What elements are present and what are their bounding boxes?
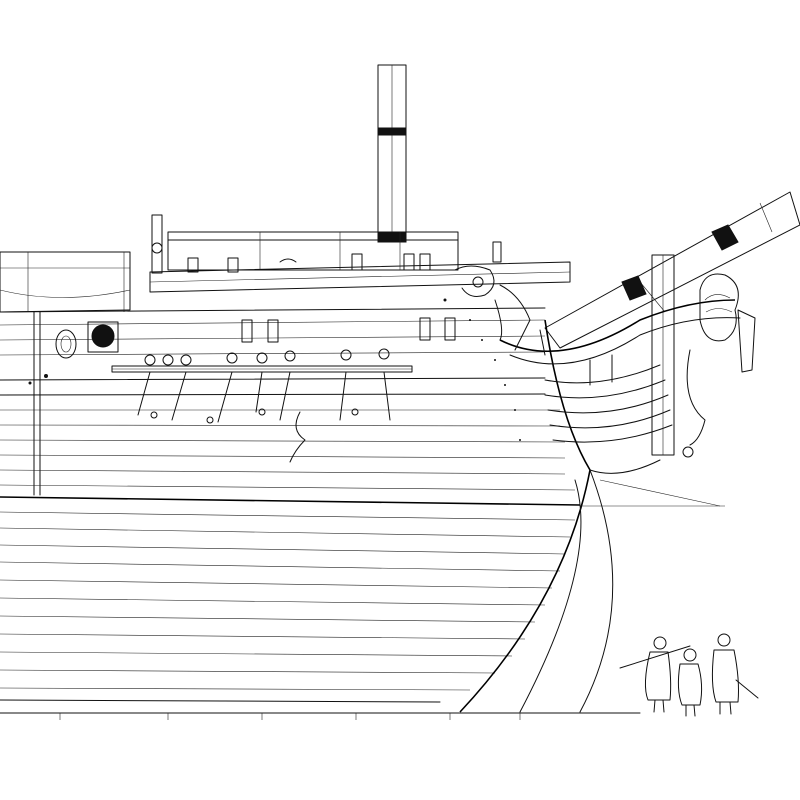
figure-right: [711, 633, 759, 715]
port-lids: [241, 317, 456, 343]
stem: [459, 319, 725, 713]
hull-planking: [0, 319, 581, 703]
baseline: [0, 712, 641, 720]
chain-plates: [137, 371, 391, 424]
cartouche: [55, 329, 77, 359]
figure-middle: [677, 648, 703, 717]
figure-left: [619, 636, 691, 713]
upper-works: [0, 251, 546, 496]
rivets: [28, 298, 521, 441]
head-knee: [499, 254, 741, 456]
foremast: [377, 64, 407, 243]
channel: [111, 365, 413, 373]
carving: [454, 265, 546, 356]
human-figures: [619, 633, 759, 717]
deadeyes: [144, 348, 390, 366]
lion-figurehead: [682, 273, 756, 458]
gun-port: [87, 321, 119, 353]
forecastle-deck: [149, 261, 571, 293]
hanging-rope: [289, 411, 306, 463]
bowsprit: [544, 191, 800, 349]
forecastle-rail: [151, 214, 502, 274]
